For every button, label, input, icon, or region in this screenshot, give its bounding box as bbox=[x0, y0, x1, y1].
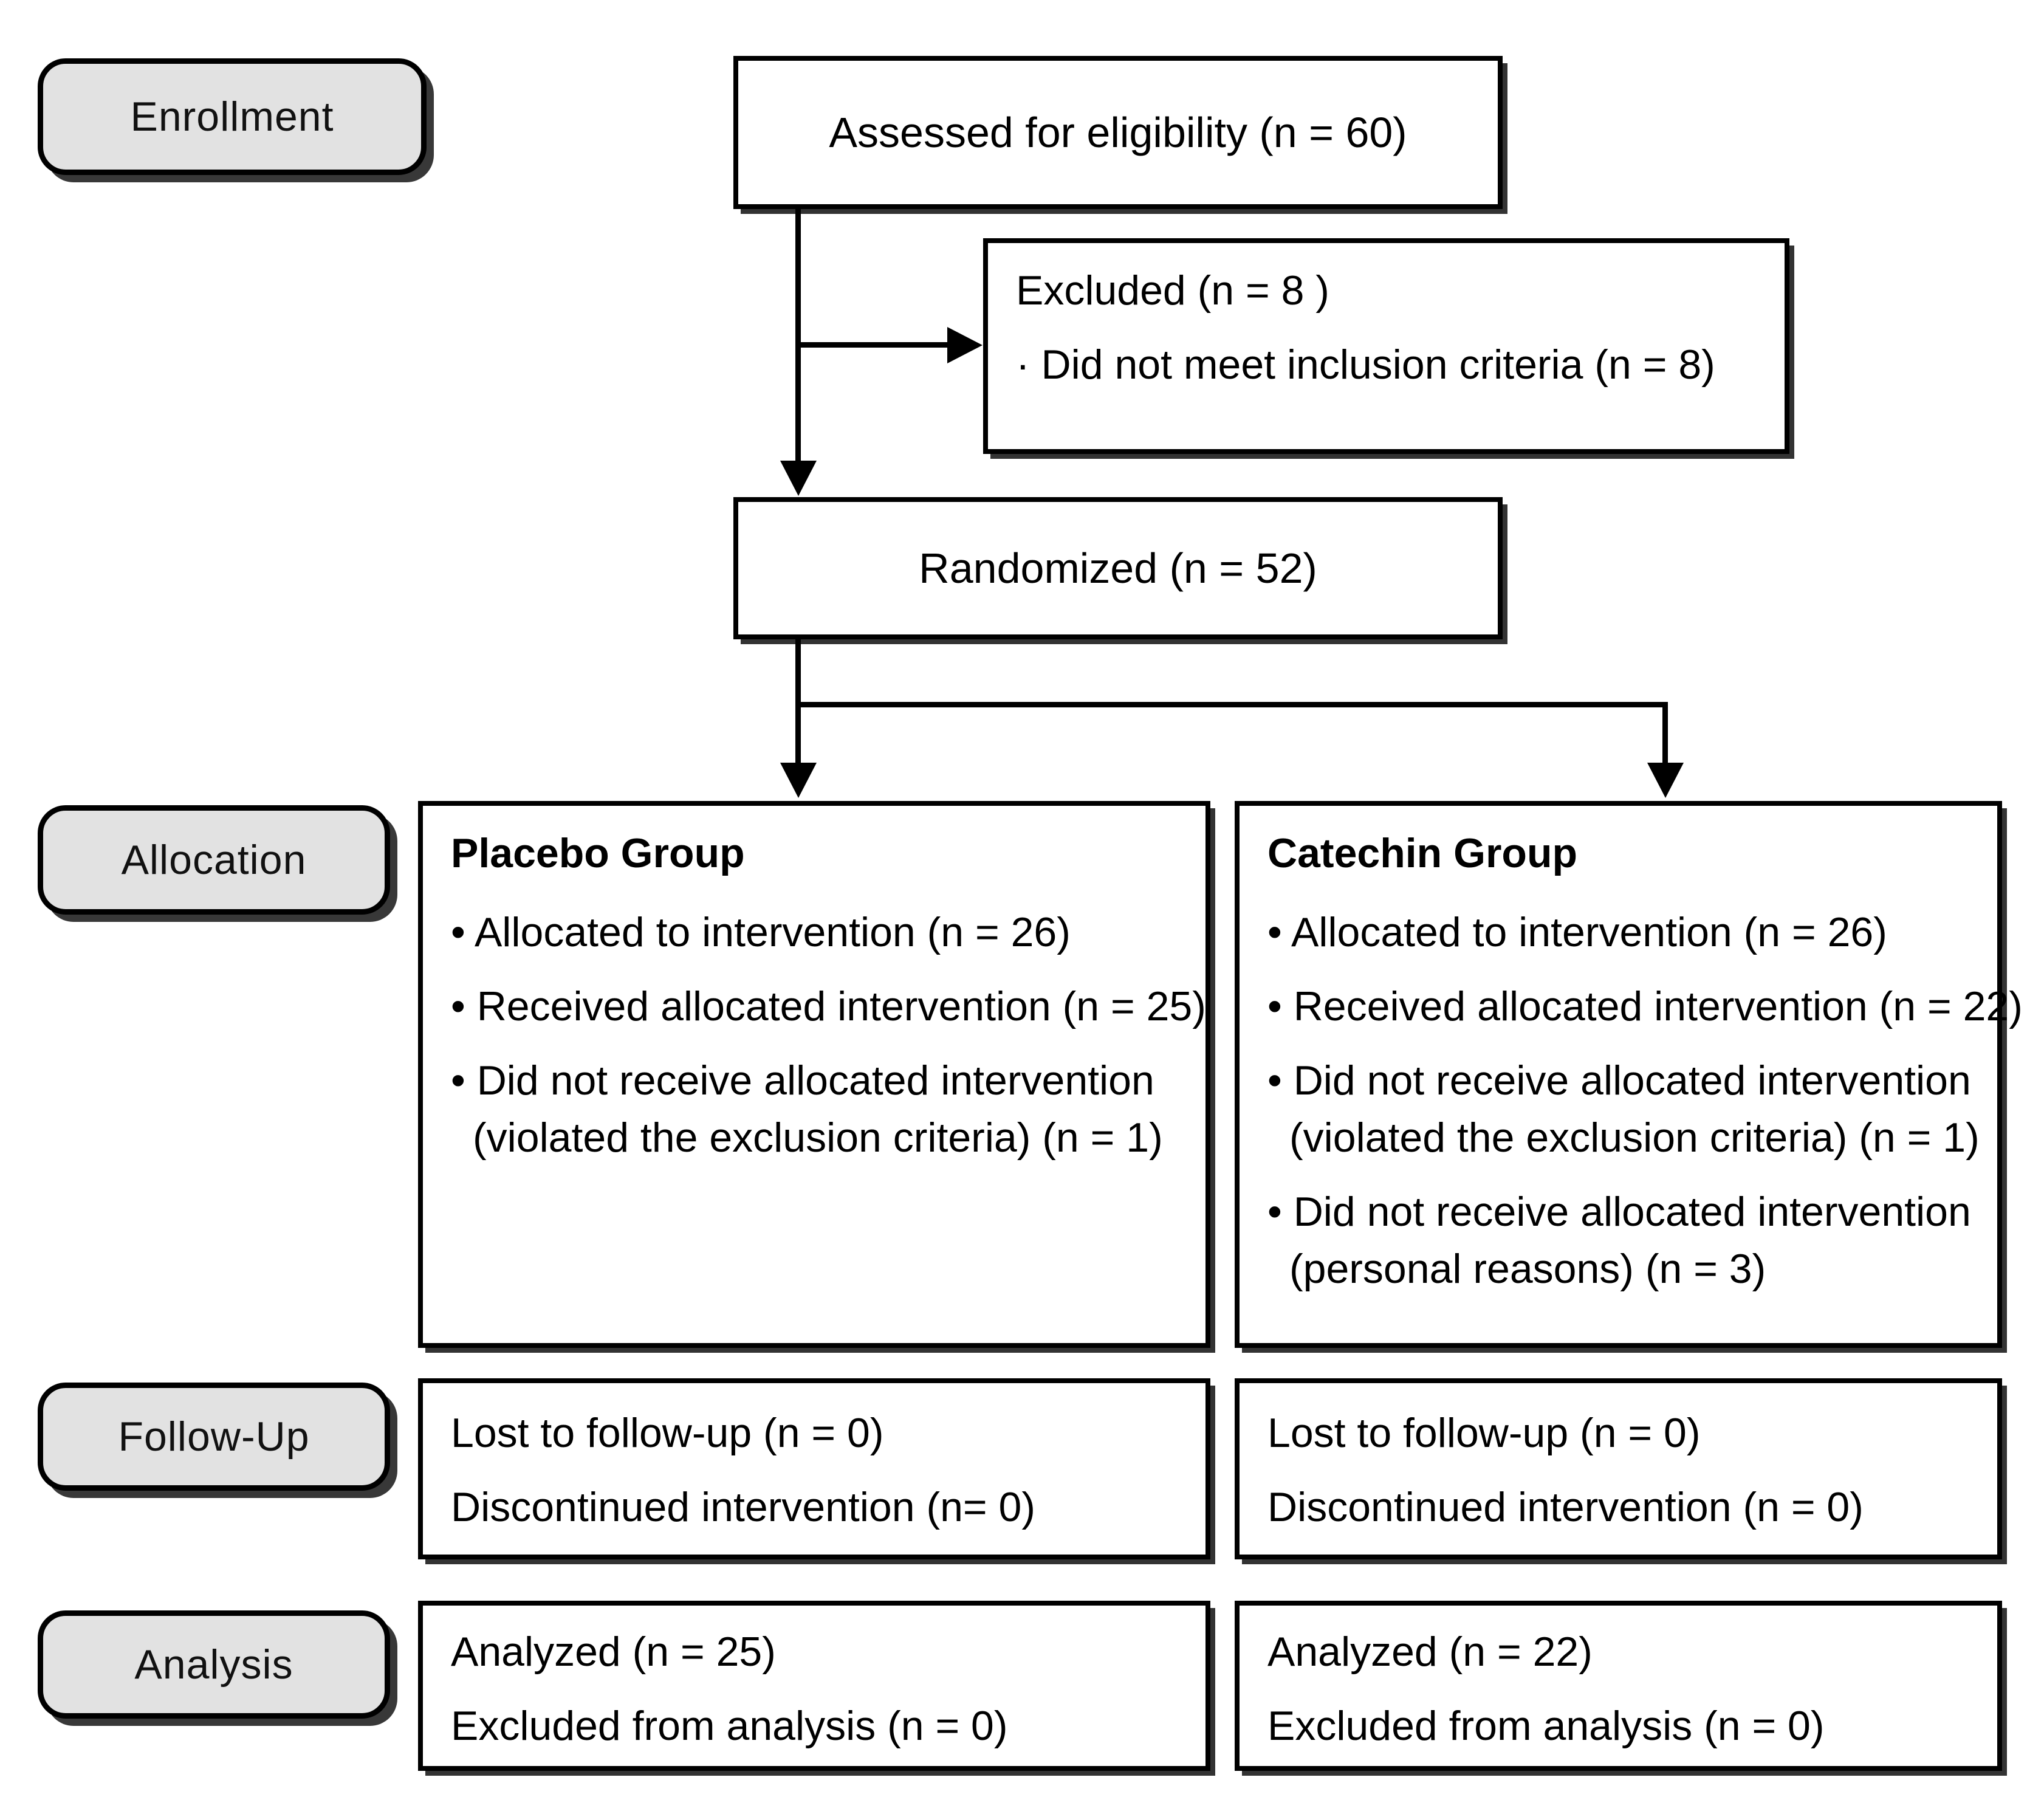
placebo-group-heading: Placebo Group bbox=[451, 830, 745, 876]
stage-label-allocation: Allocation bbox=[38, 805, 390, 915]
placebo-alloc-item: • Allocated to intervention (n = 26) bbox=[451, 909, 1071, 955]
assessed-for-eligibility-text: Assessed for eligibility (n = 60) bbox=[829, 109, 1407, 156]
catechin-analysis-item: Analyzed (n = 22) bbox=[1267, 1629, 1593, 1675]
stage-label-analysis: Analysis bbox=[38, 1610, 390, 1719]
catechin-alloc-item: (violated the exclusion criteria) (n = 1… bbox=[1289, 1115, 1980, 1161]
placebo-followup-item: Lost to follow-up (n = 0) bbox=[451, 1410, 884, 1456]
catechin-group-heading: Catechin Group bbox=[1267, 830, 1578, 876]
placebo-allocation-box: Placebo Group • Allocated to interventio… bbox=[418, 801, 1210, 1348]
catechin-analysis-box: Analyzed (n = 22) Excluded from analysis… bbox=[1235, 1601, 2002, 1771]
stage-label-followup-text: Follow-Up bbox=[118, 1414, 310, 1460]
catechin-alloc-item: • Did not receive allocated intervention bbox=[1267, 1057, 1971, 1104]
catechin-allocation-box: Catechin Group • Allocated to interventi… bbox=[1235, 801, 2023, 1348]
catechin-alloc-item: • Allocated to intervention (n = 26) bbox=[1267, 909, 1887, 955]
catechin-followup-box: Lost to follow-up (n = 0) Discontinued i… bbox=[1235, 1378, 2002, 1559]
arrowhead-to-randomized bbox=[780, 461, 817, 496]
arrowhead-to-placebo-allocation bbox=[780, 763, 817, 798]
catechin-followup-item: Discontinued intervention (n = 0) bbox=[1267, 1484, 1864, 1530]
stage-label-followup: Follow-Up bbox=[38, 1383, 390, 1491]
catechin-alloc-item: • Did not receive allocated intervention bbox=[1267, 1189, 1971, 1235]
placebo-alloc-item: • Did not receive allocated intervention bbox=[451, 1057, 1154, 1104]
randomized-box: Randomized (n = 52) bbox=[733, 497, 1503, 639]
catechin-alloc-item: • Received allocated intervention (n = 2… bbox=[1267, 983, 2023, 1029]
excluded-title-text: Excluded (n = 8 ) bbox=[1016, 267, 1329, 314]
catechin-analysis-item: Excluded from analysis (n = 0) bbox=[1267, 1703, 1825, 1749]
arrowhead-to-catechin-allocation bbox=[1647, 763, 1684, 798]
catechin-alloc-item: (personal reasons) (n = 3) bbox=[1289, 1246, 1766, 1292]
connector-assessed-to-excluded bbox=[795, 342, 947, 348]
placebo-analysis-item: Analyzed (n = 25) bbox=[451, 1629, 776, 1675]
connector-randomized-split bbox=[795, 702, 1668, 707]
stage-label-analysis-text: Analysis bbox=[134, 1641, 293, 1688]
stage-label-enrollment-text: Enrollment bbox=[130, 94, 334, 140]
stage-label-allocation-text: Allocation bbox=[121, 837, 307, 883]
placebo-alloc-item: (violated the exclusion criteria) (n = 1… bbox=[473, 1115, 1163, 1161]
placebo-followup-box: Lost to follow-up (n = 0) Discontinued i… bbox=[418, 1378, 1210, 1559]
stage-label-enrollment: Enrollment bbox=[38, 58, 427, 175]
catechin-followup-item: Lost to follow-up (n = 0) bbox=[1267, 1410, 1701, 1456]
connector-assessed-to-randomized bbox=[795, 209, 801, 462]
assessed-for-eligibility-box: Assessed for eligibility (n = 60) bbox=[733, 56, 1503, 209]
placebo-analysis-item: Excluded from analysis (n = 0) bbox=[451, 1703, 1008, 1749]
excluded-reason-text: · Did not meet inclusion criteria (n = 8… bbox=[1016, 342, 1715, 388]
connector-randomized-stem bbox=[795, 639, 801, 764]
arrowhead-to-excluded bbox=[947, 327, 983, 363]
randomized-text: Randomized (n = 52) bbox=[919, 545, 1317, 592]
placebo-alloc-item: • Received allocated intervention (n = 2… bbox=[451, 983, 1206, 1029]
placebo-followup-item: Discontinued intervention (n= 0) bbox=[451, 1484, 1035, 1530]
placebo-analysis-box: Analyzed (n = 25) Excluded from analysis… bbox=[418, 1601, 1210, 1771]
connector-randomized-to-catechin bbox=[1662, 702, 1668, 764]
excluded-box: Excluded (n = 8 ) · Did not meet inclusi… bbox=[983, 238, 1789, 454]
